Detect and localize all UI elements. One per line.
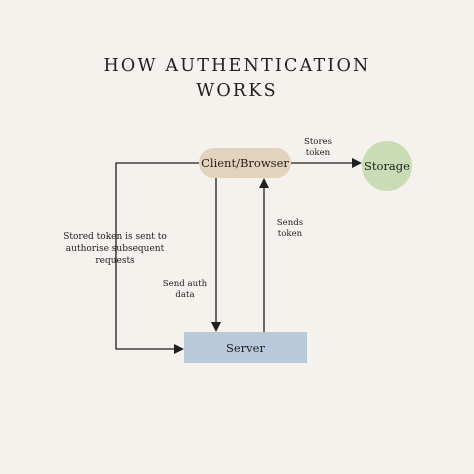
storage-node: Storage xyxy=(362,141,412,191)
diagram-title: HOW AUTHENTICATION WORKS xyxy=(0,54,474,104)
stores-token-line-1: Stores xyxy=(303,137,333,147)
stores-token-label: Stores token xyxy=(296,137,340,159)
client-browser-label: Client/Browser xyxy=(201,156,289,170)
edge-stored-token-loop xyxy=(115,162,199,354)
title-line-2: WORKS xyxy=(196,81,278,101)
server-node: Server xyxy=(184,332,307,363)
sends-token-label: Sends token xyxy=(270,218,310,240)
send-auth-data-line-1: Send auth xyxy=(162,279,208,289)
server-label: Server xyxy=(226,340,265,355)
stored-token-label: Stored token is sent to authorise subseq… xyxy=(60,231,170,267)
sends-token-line-2: token xyxy=(277,229,303,239)
sends-token-line-1: Sends xyxy=(276,218,304,228)
stored-token-line-3: requests xyxy=(95,256,135,266)
stores-token-line-2: token xyxy=(305,148,331,158)
stored-token-line-2: authorise subsequent xyxy=(65,244,165,254)
send-auth-data-line-2: data xyxy=(175,290,195,300)
client-browser-node: Client/Browser xyxy=(199,148,291,178)
send-auth-data-label: Send auth data xyxy=(160,279,210,301)
title-line-1: HOW AUTHENTICATION xyxy=(103,56,371,76)
stored-token-line-1: Stored token is sent to xyxy=(63,232,167,242)
storage-label: Storage xyxy=(364,159,410,173)
